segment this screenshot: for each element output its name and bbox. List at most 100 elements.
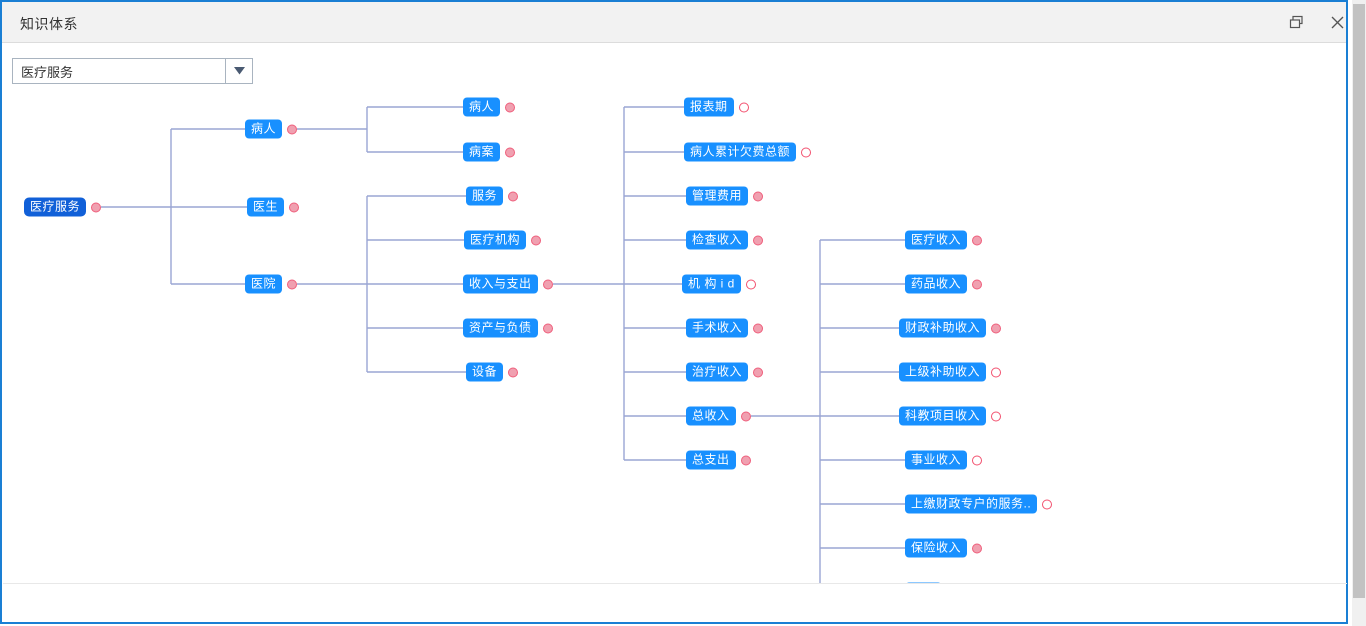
tree-node-label[interactable]: 科教项目收入 [899,406,987,426]
tree-node-label[interactable]: 总收入 [686,406,736,426]
tree-node[interactable]: 检查收入 [686,230,764,250]
tree-node-toggle-dot[interactable] [287,124,298,134]
tree-node[interactable]: 保险收入 [905,538,983,558]
tree-connector-lines [101,106,905,583]
tree-node-toggle-dot[interactable] [972,455,983,465]
page-scrollbar-thumb[interactable] [1353,4,1365,598]
tree-node-toggle-dot[interactable] [505,147,516,157]
tree-node-label[interactable]: 医疗服务 [24,197,87,217]
tree-node[interactable]: 收入与支出 [463,274,553,294]
tree-node[interactable]: 其他 [905,582,957,583]
tree-node-toggle-dot[interactable] [1042,499,1053,509]
tree-node-label[interactable]: 上级补助收入 [899,362,987,382]
page-scrollbar[interactable] [1352,0,1366,626]
tree-node[interactable]: 手术收入 [686,318,764,338]
tree-node-toggle-dot[interactable] [505,102,516,112]
tree-node-label[interactable]: 资产与负债 [463,318,538,338]
tree-node-label[interactable]: 医疗机构 [464,230,527,250]
tree-node-label[interactable]: 病人 [463,97,501,117]
tree-node-label[interactable]: 治疗收入 [686,362,749,382]
tree-node[interactable]: 医生 [247,197,300,217]
tree-node-toggle-dot[interactable] [972,279,983,289]
tree-node-label[interactable]: 检查收入 [686,230,749,250]
restore-window-button[interactable] [1283,10,1309,36]
tree-node-toggle-dot[interactable] [738,102,749,112]
close-icon [1331,16,1343,29]
tree-node-label[interactable]: 医院 [245,274,283,294]
tree-node[interactable]: 治疗收入 [686,362,764,382]
tree-node-label[interactable]: 机 构 i d [682,274,741,294]
tree-node-label[interactable]: 事业收入 [905,450,968,470]
tree-node-toggle-dot[interactable] [508,191,519,201]
select-value: 医疗服务 [21,64,74,80]
tree-node-label[interactable]: 保险收入 [905,538,968,558]
tree-node[interactable]: 总支出 [686,450,751,470]
tree-node[interactable]: 医疗机构 [464,230,542,250]
tree-node[interactable]: 报表期 [684,97,749,117]
tree-node-toggle-dot[interactable] [542,323,553,333]
tree-node-toggle-dot[interactable] [289,202,300,212]
tree-node-label[interactable]: 收入与支出 [463,274,538,294]
tree-node[interactable]: 病人 [245,119,298,139]
tree-node-toggle-dot[interactable] [287,279,298,289]
tree-node[interactable]: 管理费用 [686,186,764,206]
tree-node-label[interactable]: 手术收入 [686,318,749,338]
tree-node-toggle-dot[interactable] [740,411,751,421]
tree-node-toggle-dot[interactable] [991,411,1002,421]
tree-node-toggle-dot[interactable] [740,455,751,465]
tree-node-label[interactable]: 病人 [245,119,283,139]
tree-node-label[interactable]: 财政补助收入 [899,318,987,338]
tree-node[interactable]: 机 构 i d [682,274,756,294]
tree-node-toggle-dot[interactable] [753,191,764,201]
window-titlebar: 知识体系 [2,2,1346,43]
tree-node[interactable]: 病案 [463,142,516,162]
tree-node-toggle-dot[interactable] [745,279,756,289]
knowledge-domain-select[interactable]: 医疗服务 [12,58,253,84]
tree-node[interactable]: 病人累计欠费总额 [684,142,812,162]
tree-node-toggle-dot[interactable] [991,323,1002,333]
tree-node[interactable]: 医疗服务 [24,197,102,217]
tree-node-toggle-dot[interactable] [508,367,519,377]
tree-node-label[interactable]: 设备 [466,362,504,382]
tree-node-toggle-dot[interactable] [972,235,983,245]
tree-node[interactable]: 医院 [245,274,298,294]
tree-node-toggle-dot[interactable] [91,202,102,212]
tree-node[interactable]: 上级补助收入 [899,362,1002,382]
tree-node[interactable]: 设备 [466,362,519,382]
tree-node[interactable]: 科教项目收入 [899,406,1002,426]
tree-node-label[interactable]: 医生 [247,197,285,217]
tree-node-toggle-dot[interactable] [991,367,1002,377]
tree-node-toggle-dot[interactable] [542,279,553,289]
tree-node[interactable]: 总收入 [686,406,751,426]
tree-node-label[interactable]: 总支出 [686,450,736,470]
tree-node-toggle-dot[interactable] [531,235,542,245]
tree-node[interactable]: 财政补助收入 [899,318,1002,338]
tree-node-label[interactable]: 医疗收入 [905,230,968,250]
tree-node[interactable]: 资产与负债 [463,318,553,338]
tree-node[interactable]: 医疗收入 [905,230,983,250]
chevron-down-icon[interactable] [225,59,252,83]
tree-node[interactable]: 药品收入 [905,274,983,294]
tree-node-label[interactable]: 病人累计欠费总额 [684,142,797,162]
tree-node[interactable]: 服务 [466,186,519,206]
tree-node-toggle-dot[interactable] [753,235,764,245]
tree-node-toggle-dot[interactable] [753,323,764,333]
tree-node-label[interactable]: 管理费用 [686,186,749,206]
tree-node-label[interactable]: 服务 [466,186,504,206]
knowledge-tree-canvas[interactable]: 医疗服务 病人医生医院 病人病案服务医疗机构收入与支出资产与负债设备 报表期病人累计欠… [2,90,1346,583]
close-window-button[interactable] [1324,10,1350,36]
tree-node-label[interactable]: 药品收入 [905,274,968,294]
tree-node[interactable]: 事业收入 [905,450,983,470]
tree-node-label[interactable]: 其他 [905,582,943,583]
tree-node-label[interactable]: 病案 [463,142,501,162]
tree-node[interactable]: 上缴财政专户的服务.. [905,494,1053,514]
tree-node-toggle-dot[interactable] [753,367,764,377]
tree-node-label[interactable]: 报表期 [684,97,734,117]
window-title: 知识体系 [20,16,78,32]
tree-node-label[interactable]: 上缴财政专户的服务.. [905,494,1038,514]
tree-node[interactable]: 病人 [463,97,516,117]
tree-node-toggle-dot[interactable] [972,543,983,553]
tree-node-toggle-dot[interactable] [801,147,812,157]
restore-icon [1289,15,1303,29]
